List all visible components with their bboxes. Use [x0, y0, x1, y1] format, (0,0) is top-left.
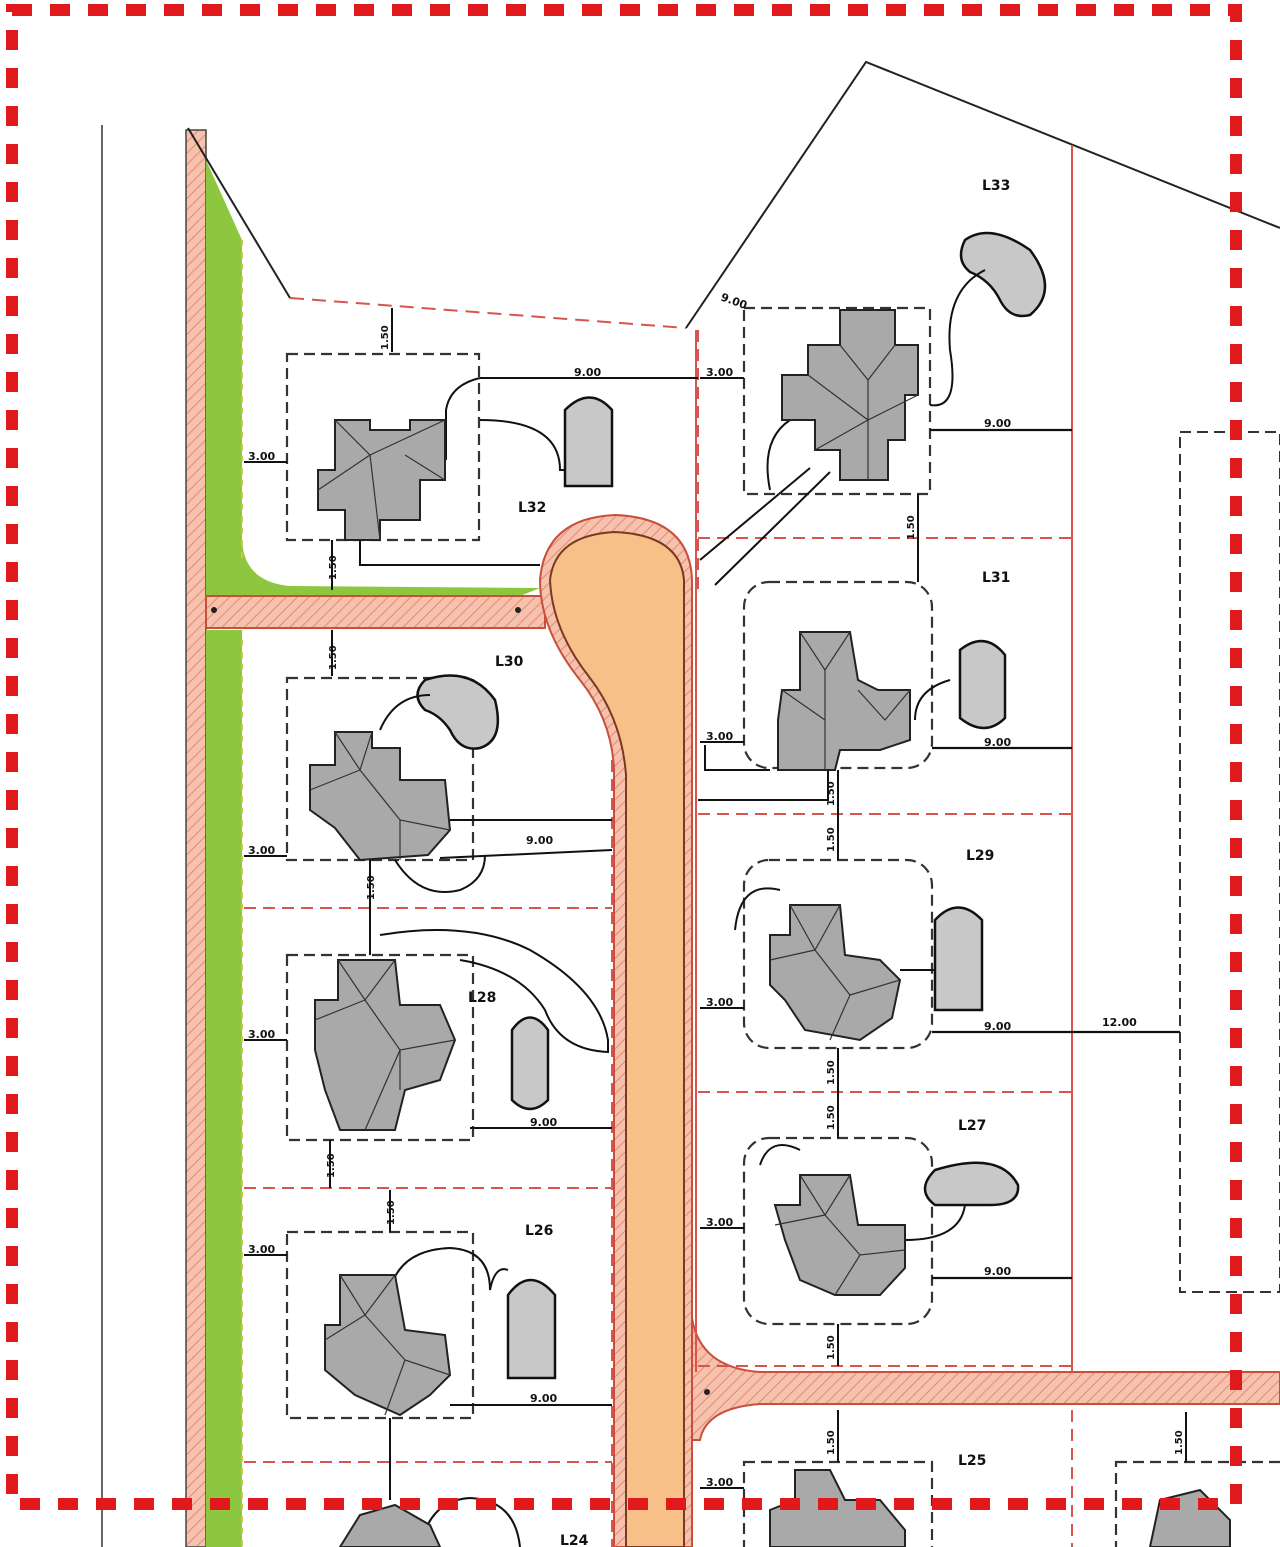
- dim-side-L32-south: 1.50: [328, 555, 339, 580]
- house-L32: [317, 419, 446, 541]
- dim-rear-L33: 9.00: [984, 417, 1011, 430]
- dim-side-L30-north: 1.50: [328, 645, 339, 670]
- dim-front-L32: 3.00: [248, 450, 275, 463]
- dim-side-L33-south: 1.50: [906, 515, 917, 540]
- lot-lines: [244, 330, 1073, 1547]
- lot-L27: [742, 1136, 1072, 1326]
- lot-L24: [338, 1496, 521, 1547]
- adjacent-parcel: [1179, 431, 1280, 1293]
- house-L33: [781, 309, 919, 481]
- dim-rear-L31: 9.00: [984, 736, 1011, 749]
- west-verge: [185, 129, 207, 1547]
- dim-depth-L29: 12.00: [1102, 1016, 1137, 1029]
- house-L29: [769, 904, 902, 1042]
- site-boundary: [6, 4, 1242, 1510]
- lot-label-L27: L27: [958, 1118, 986, 1134]
- lot-label-L24: L24: [560, 1533, 589, 1547]
- lot-label-L30: L30: [495, 654, 524, 670]
- north-boundary: [187, 127, 291, 299]
- dim-front-L25: 3.00: [706, 1476, 733, 1489]
- lot-label-L25: L25: [958, 1453, 986, 1469]
- dim-side-L31-south: 1.50: [826, 781, 837, 806]
- lot-L31: [698, 580, 1072, 801]
- lot-label-L28: L28: [468, 990, 496, 1006]
- dim-side-L30-south: 1.50: [366, 875, 377, 900]
- dim-front-L30: 3.00: [248, 844, 275, 857]
- dim-front-L27: 3.00: [706, 1216, 733, 1229]
- lot-labels: L32 L30 L28 L26 L24 L33 L31 L29 L27 L25: [468, 178, 1010, 1547]
- dim-side-L27-north: 1.50: [826, 1105, 837, 1130]
- southeast-road: [691, 1317, 1280, 1441]
- house-L31: [777, 631, 911, 771]
- lot-L29: [734, 858, 1180, 1050]
- dim-front-L28: 3.00: [248, 1028, 275, 1041]
- dimension-ticks: [244, 308, 1187, 1500]
- lot-L26: [285, 1230, 612, 1420]
- dim-side-L26-north: 1.50: [386, 1200, 397, 1225]
- dim-rear-L29: 9.00: [984, 1020, 1011, 1033]
- lot-label-L29: L29: [966, 848, 994, 864]
- dim-rear-L30: 9.00: [526, 834, 553, 847]
- dim-side-east-north: 1.50: [1174, 1430, 1185, 1455]
- dim-rear-L32: 9.00: [574, 366, 601, 379]
- dim-front-L31: 3.00: [706, 730, 733, 743]
- green-strip-south: [206, 630, 242, 1547]
- lot-L30: [285, 674, 613, 893]
- lot-L33: [699, 231, 1072, 586]
- lot-label-L33: L33: [982, 178, 1010, 194]
- lot-label-L26: L26: [525, 1223, 553, 1239]
- lot-L28: [285, 929, 612, 1142]
- dim-front-L33: 3.00: [706, 366, 733, 379]
- footpath-connector: [205, 595, 546, 629]
- dim-side-L29-south: 1.50: [826, 1060, 837, 1085]
- green-strip-north: [206, 160, 540, 596]
- lot-L32: [285, 352, 698, 566]
- lot-label-L31: L31: [982, 570, 1010, 586]
- house-L26: [324, 1274, 452, 1417]
- dim-rear-L26: 9.00: [530, 1392, 557, 1405]
- dim-side-L29-north: 1.50: [826, 827, 837, 852]
- lot-label-L32: L32: [518, 500, 546, 516]
- dim-side-L25-north: 1.50: [826, 1430, 837, 1455]
- dim-rear-L27: 9.00: [984, 1265, 1011, 1278]
- dim-front-L29: 3.00: [706, 996, 733, 1009]
- house-L28: [314, 959, 457, 1131]
- dim-side-L32-north: 1.50: [380, 325, 391, 350]
- road-carriageway: [548, 530, 685, 1547]
- house-L27: [773, 1174, 906, 1296]
- dim-corner-L33: 9.00: [719, 291, 749, 313]
- house-L30: [309, 731, 452, 862]
- dimension-labels: 3.00 3.00 3.00 3.00 3.00 3.00 3.00 3.00 …: [248, 291, 1185, 1489]
- dim-side-L27-south: 1.50: [826, 1335, 837, 1360]
- dim-front-L26: 3.00: [248, 1243, 275, 1256]
- dim-rear-L28: 9.00: [530, 1116, 557, 1129]
- dim-side-L28-south: 1.50: [326, 1153, 337, 1178]
